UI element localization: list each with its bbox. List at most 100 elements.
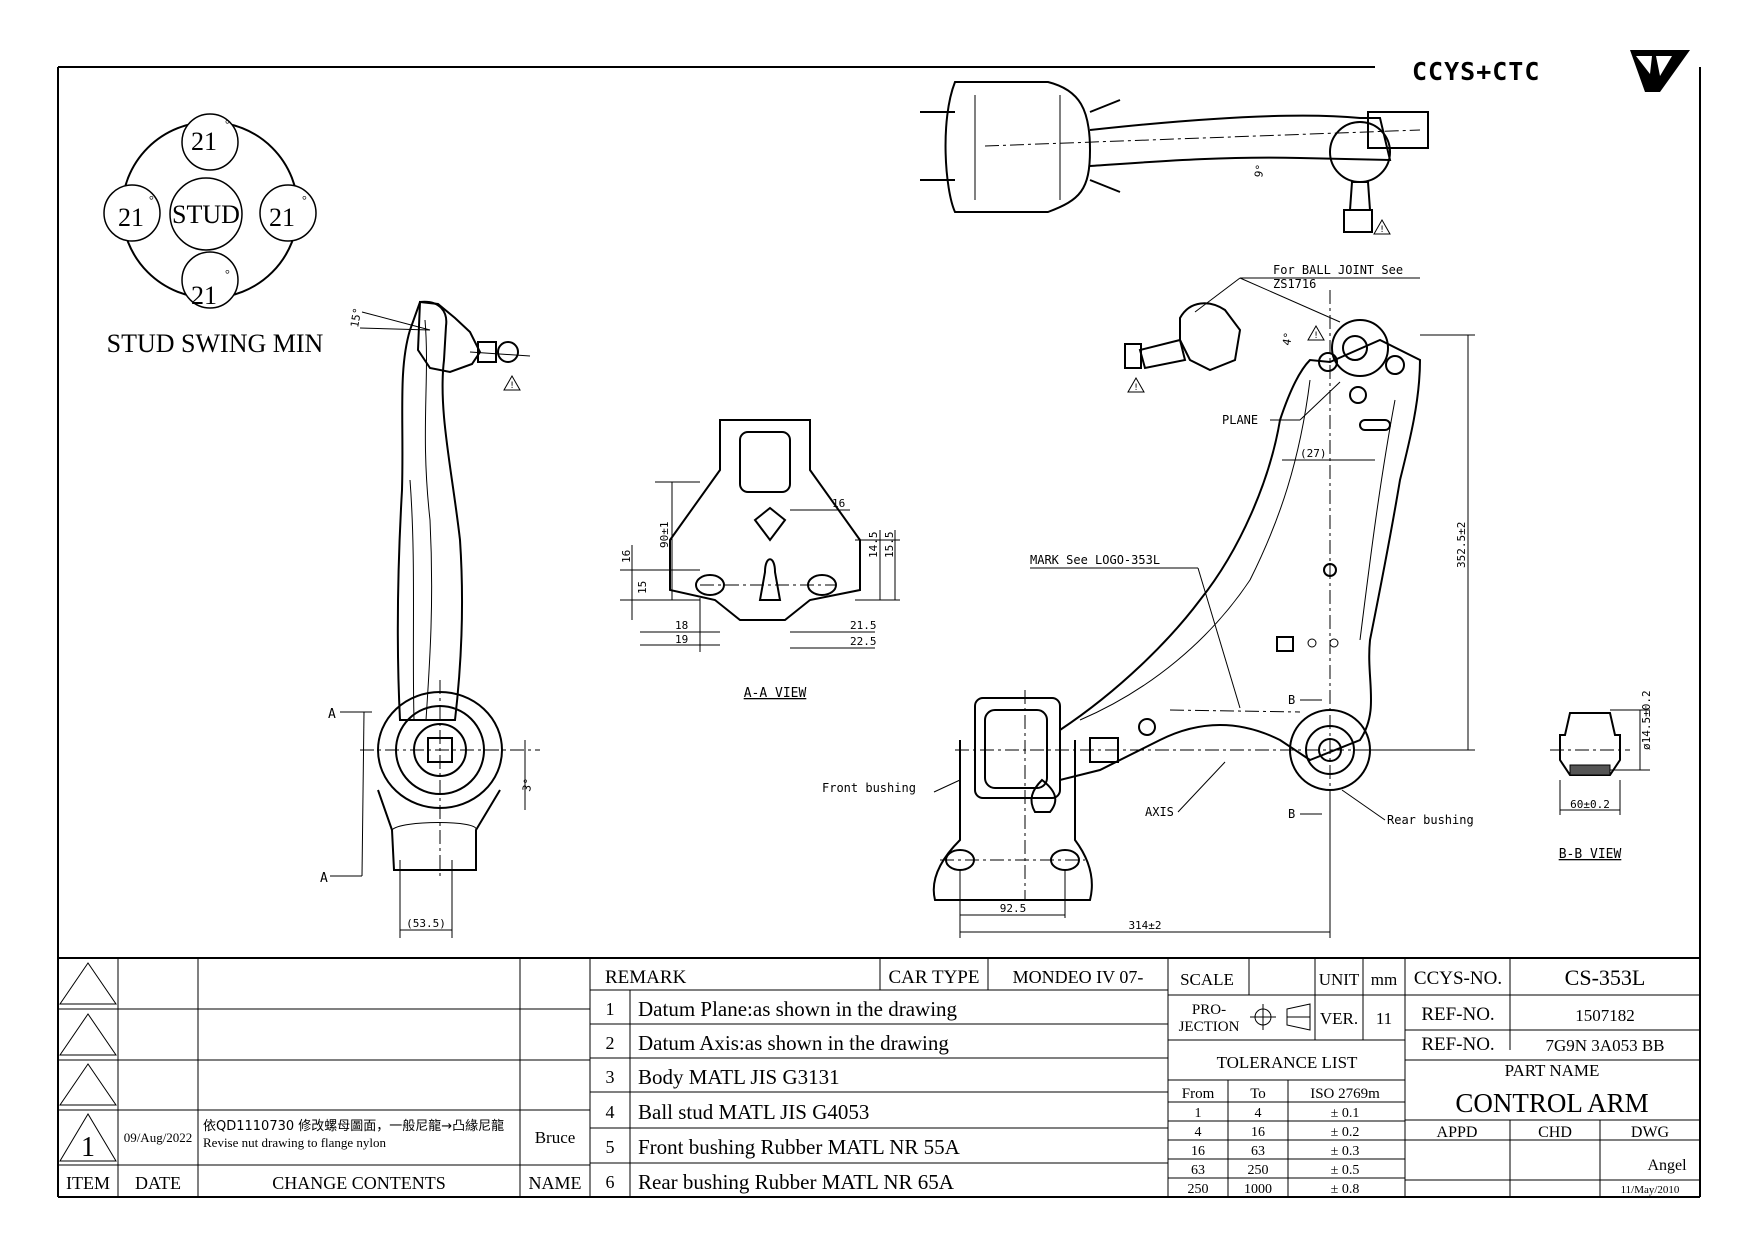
stud-label: STUD bbox=[172, 200, 240, 229]
aa-dim-21-5: 21.5 bbox=[850, 619, 877, 632]
ccys-no-value: CS-353L bbox=[1565, 965, 1646, 990]
tolerance-header-to: To bbox=[1250, 1086, 1266, 1102]
unit-value: mm bbox=[1371, 970, 1397, 989]
header-date: DATE bbox=[135, 1173, 181, 1193]
stud-swing-title: STUD SWING MIN bbox=[107, 329, 324, 358]
remark-number: 2 bbox=[606, 1033, 615, 1053]
logo-text: CCYS+CTC bbox=[1412, 57, 1540, 86]
bb-view: ø14.5±0.2 60±0.2 B-B VIEW bbox=[1550, 690, 1653, 862]
unit-label: UNIT bbox=[1319, 970, 1360, 989]
warning-triangle-icon: ! bbox=[1373, 218, 1391, 235]
dim-314: 314±2 bbox=[1128, 919, 1161, 932]
svg-text:!: ! bbox=[1134, 383, 1138, 393]
tolerance-header-iso: ISO 2769m bbox=[1310, 1086, 1380, 1102]
tolerance-cell: 63 bbox=[1191, 1163, 1205, 1178]
drawing-frame bbox=[57, 66, 1701, 1198]
tolerance-cell: 16 bbox=[1251, 1125, 1265, 1140]
tolerance-cell: 4 bbox=[1195, 1125, 1202, 1140]
aa-view: 90±1 16 15 16 14.5 15.5 18 19 21.5 22.5 … bbox=[620, 419, 900, 701]
axis-label: AXIS bbox=[1145, 805, 1174, 819]
front-bushing-label: Front bushing bbox=[822, 781, 916, 795]
svg-text:!: ! bbox=[1314, 331, 1318, 341]
company-logo: CCYS+CTC bbox=[1412, 50, 1690, 92]
svg-text:!: ! bbox=[510, 381, 514, 391]
bb-view-title: B-B VIEW bbox=[1559, 847, 1622, 862]
top-view: 9° ! bbox=[920, 81, 1429, 235]
tolerance-cell: ± 0.8 bbox=[1331, 1182, 1360, 1197]
angle-15-label: 15° bbox=[348, 307, 364, 329]
section-a-bottom: A bbox=[320, 871, 328, 886]
ball-joint-note-line-2: ZS1716 bbox=[1273, 277, 1316, 291]
degree-mark: ° bbox=[225, 267, 230, 281]
aa-dim-15-5: 15.5 bbox=[883, 532, 896, 559]
ref-no-label: REF-NO. bbox=[1421, 1004, 1494, 1025]
revision-contents-zh: 依QD1110730 修改螺母圖面，一般尼龍→凸緣尼龍 bbox=[203, 1118, 504, 1134]
dim-27: (27) bbox=[1300, 447, 1327, 460]
ref-no-label: REF-NO. bbox=[1421, 1034, 1494, 1055]
remark-text: Rear bushing Rubber MATL NR 65A bbox=[638, 1170, 955, 1194]
tolerance-cell: ± 0.2 bbox=[1331, 1125, 1360, 1140]
projection-label-2: JECTION bbox=[1179, 1019, 1240, 1035]
angle-3-label: 3° bbox=[520, 777, 535, 792]
side-view: ! 15° A A 3° (53.5) bbox=[320, 300, 540, 938]
scale-label: SCALE bbox=[1180, 970, 1234, 989]
remark-number: 3 bbox=[606, 1067, 615, 1087]
swing-angle-right: 21 bbox=[269, 203, 295, 232]
tolerance-cell: 63 bbox=[1251, 1144, 1265, 1159]
remark-number: 1 bbox=[606, 999, 615, 1019]
ver-value: 11 bbox=[1376, 1009, 1392, 1028]
tolerance-cell: 250 bbox=[1248, 1163, 1269, 1178]
tolerance-table: TOLERANCE LIST From To ISO 2769m 1 4 ± 0… bbox=[1168, 1053, 1405, 1197]
part-name-value: CONTROL ARM bbox=[1455, 1088, 1648, 1118]
tolerance-cell: ± 0.1 bbox=[1331, 1106, 1360, 1121]
warning-triangle-icon: ! bbox=[503, 374, 521, 391]
car-type-label: CAR TYPE bbox=[889, 967, 980, 988]
remark-text: Body MATL JIS G3131 bbox=[638, 1065, 840, 1089]
tolerance-cell: 1000 bbox=[1244, 1182, 1272, 1197]
drawn-by: Angel bbox=[1647, 1157, 1687, 1174]
tolerance-cell: 250 bbox=[1188, 1182, 1209, 1197]
height-dim: 352.5±2 bbox=[1455, 522, 1468, 568]
svg-text:!: ! bbox=[1380, 225, 1384, 235]
aa-dim-16-left: 16 bbox=[620, 550, 633, 563]
dim-92-5: 92.5 bbox=[1000, 902, 1027, 915]
aa-dim-19: 19 bbox=[675, 633, 688, 646]
car-type-value: MONDEO IV 07- bbox=[1013, 967, 1144, 987]
header-name: NAME bbox=[529, 1173, 582, 1193]
remark-number: 5 bbox=[606, 1137, 615, 1157]
aa-dim-22-5: 22.5 bbox=[850, 635, 877, 648]
bb-diameter-dim: ø14.5±0.2 bbox=[1640, 690, 1653, 750]
remark-label: REMARK bbox=[605, 967, 687, 988]
tolerance-title: TOLERANCE LIST bbox=[1217, 1053, 1358, 1072]
tolerance-header-from: From bbox=[1182, 1086, 1215, 1102]
aa-dim-90: 90±1 bbox=[658, 522, 671, 549]
chd-label: CHD bbox=[1538, 1124, 1572, 1141]
first-angle-projection-icon bbox=[1250, 1003, 1311, 1031]
remark-text: Datum Plane:as shown in the drawing bbox=[638, 997, 958, 1021]
title-block: SCALE UNIT mm PRO- JECTION VER. 11 CCYS-… bbox=[1168, 958, 1700, 1197]
revision-date: 09/Aug/2022 bbox=[124, 1130, 193, 1145]
aa-view-title: A-A VIEW bbox=[744, 686, 807, 701]
remark-text: Datum Axis:as shown in the drawing bbox=[638, 1031, 949, 1055]
swing-angle-left: 21 bbox=[118, 203, 144, 232]
drawn-date: 11/May/2010 bbox=[1621, 1184, 1680, 1196]
aa-dim-15: 15 bbox=[636, 581, 649, 594]
ref-no-value: 7G9N 3A053 BB bbox=[1545, 1036, 1664, 1055]
top-angle-label: 9° bbox=[1252, 163, 1267, 178]
appd-label: APPD bbox=[1437, 1124, 1478, 1141]
tolerance-cell: 1 bbox=[1195, 1106, 1202, 1121]
revision-name: Bruce bbox=[535, 1128, 576, 1147]
tolerance-cell: 16 bbox=[1191, 1144, 1205, 1159]
remark-text: Ball stud MATL JIS G4053 bbox=[638, 1100, 869, 1124]
remark-block: REMARK CAR TYPE MONDEO IV 07- 1 Datum Pl… bbox=[590, 958, 1169, 1197]
section-a-top: A bbox=[328, 707, 336, 722]
remark-number: 6 bbox=[606, 1172, 615, 1192]
remark-text: Front bushing Rubber MATL NR 55A bbox=[638, 1135, 961, 1159]
ver-label: VER. bbox=[1320, 1009, 1358, 1028]
dwg-label: DWG bbox=[1631, 1124, 1670, 1141]
bb-width-dim: 60±0.2 bbox=[1570, 798, 1610, 811]
revision-table: 1 09/Aug/2022 依QD1110730 修改螺母圖面，一般尼龍→凸緣尼… bbox=[58, 958, 591, 1197]
wing-logo-icon bbox=[1630, 50, 1690, 92]
degree-mark: ° bbox=[149, 193, 154, 207]
